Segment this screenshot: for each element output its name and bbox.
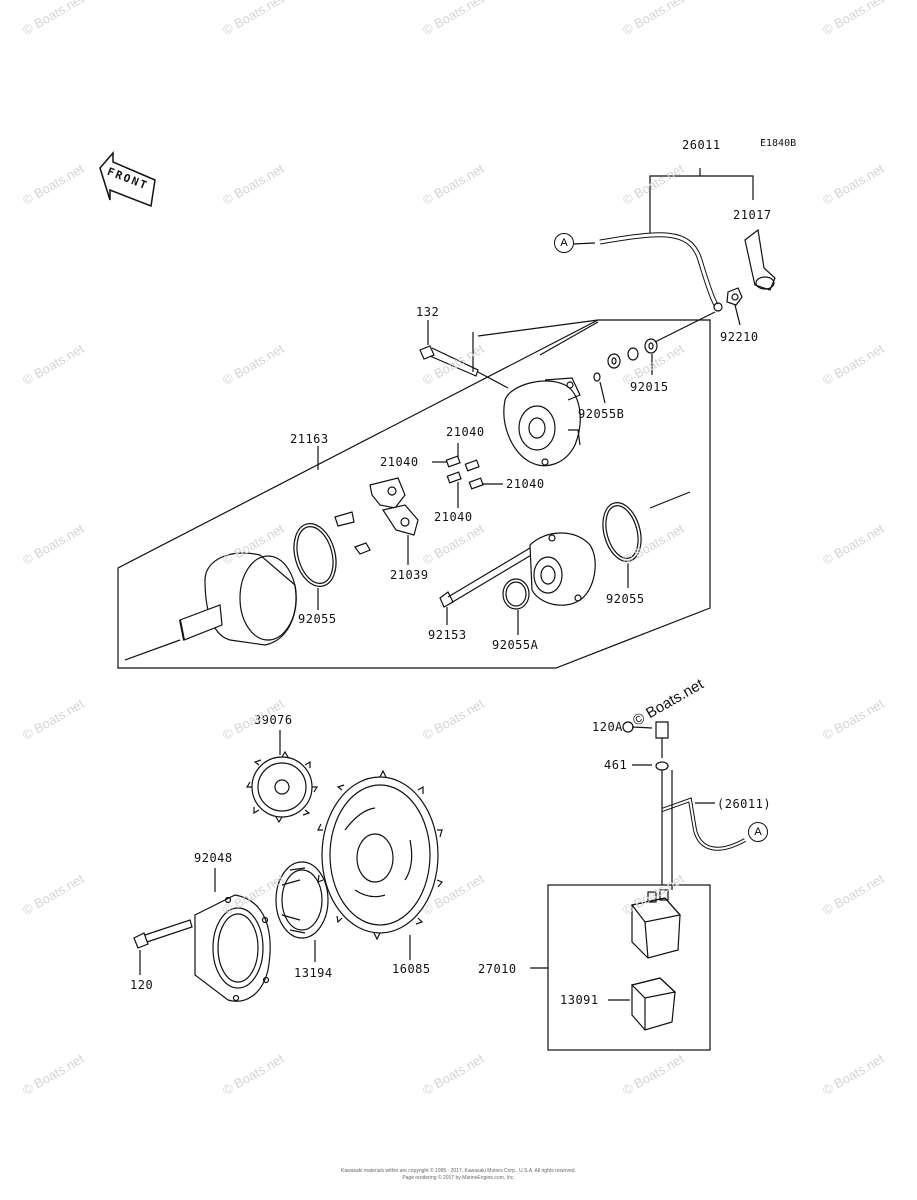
label-92055-left: 92055 <box>298 612 337 626</box>
callout-a-bottom: A <box>748 822 768 842</box>
label-13091: 13091 <box>560 993 599 1007</box>
label-92153: 92153 <box>428 628 467 642</box>
label-92055-right: 92055 <box>606 592 645 606</box>
cable-26011-icon <box>599 232 719 307</box>
bolt-132-icon <box>419 345 479 377</box>
label-120A: 120A <box>592 720 623 734</box>
label-92048: 92048 <box>194 851 233 865</box>
brush-icon <box>445 455 484 490</box>
label-39076: 39076 <box>254 713 293 727</box>
brush-holder-icon <box>334 477 419 555</box>
label-21017: 21017 <box>733 208 772 222</box>
clutch-13194-icon <box>275 861 329 939</box>
label-13194: 13194 <box>294 966 333 980</box>
label-92055B: 92055B <box>578 407 625 421</box>
leader-26011 <box>649 168 754 237</box>
front-arrow-icon <box>99 150 156 208</box>
copyright-footer-2: Page rendering © 2017 by MarineEngine.co… <box>402 1175 515 1181</box>
gear-16085-icon <box>317 769 443 941</box>
label-26011-ref: (26011) <box>717 797 772 811</box>
copyright-footer: Kawasaki materials within are copyright … <box>341 1168 576 1174</box>
label-21040-left: 21040 <box>380 455 419 469</box>
rear-cover-icon <box>503 377 581 467</box>
label-461: 461 <box>604 758 628 772</box>
relay-icon <box>630 889 682 959</box>
drawing-code: E1840B <box>760 138 797 149</box>
gear-39076-icon <box>245 750 319 824</box>
nut-92210-icon <box>726 287 743 306</box>
label-120: 120 <box>130 978 154 992</box>
washer-461-icon <box>655 761 669 771</box>
oring-icon <box>293 523 337 587</box>
washer-icon <box>644 338 658 354</box>
label-27010: 27010 <box>478 962 517 976</box>
boot-21017-icon <box>744 228 776 291</box>
label-21163: 21163 <box>290 432 329 446</box>
label-92055A: 92055A <box>492 638 539 652</box>
bolt-120A-icon <box>655 721 669 758</box>
label-132: 132 <box>416 305 440 319</box>
plate-92048-icon <box>194 894 271 1002</box>
label-21040-bottom: 21040 <box>434 510 473 524</box>
label-26011: 26011 <box>682 138 721 152</box>
callout-a-top: A <box>554 233 574 253</box>
relay-cover-icon <box>630 977 677 1031</box>
bolt-92153-icon <box>439 547 534 608</box>
label-16085: 16085 <box>392 962 431 976</box>
bolt-120-icon <box>133 919 193 949</box>
front-cover-icon <box>529 532 596 606</box>
label-92015: 92015 <box>630 380 669 394</box>
label-21039: 21039 <box>390 568 429 582</box>
motor-assembly-box <box>117 319 711 669</box>
label-92210: 92210 <box>720 330 759 344</box>
label-21040-top: 21040 <box>446 425 485 439</box>
label-21040-right: 21040 <box>506 477 545 491</box>
motor-body-icon <box>179 552 297 646</box>
